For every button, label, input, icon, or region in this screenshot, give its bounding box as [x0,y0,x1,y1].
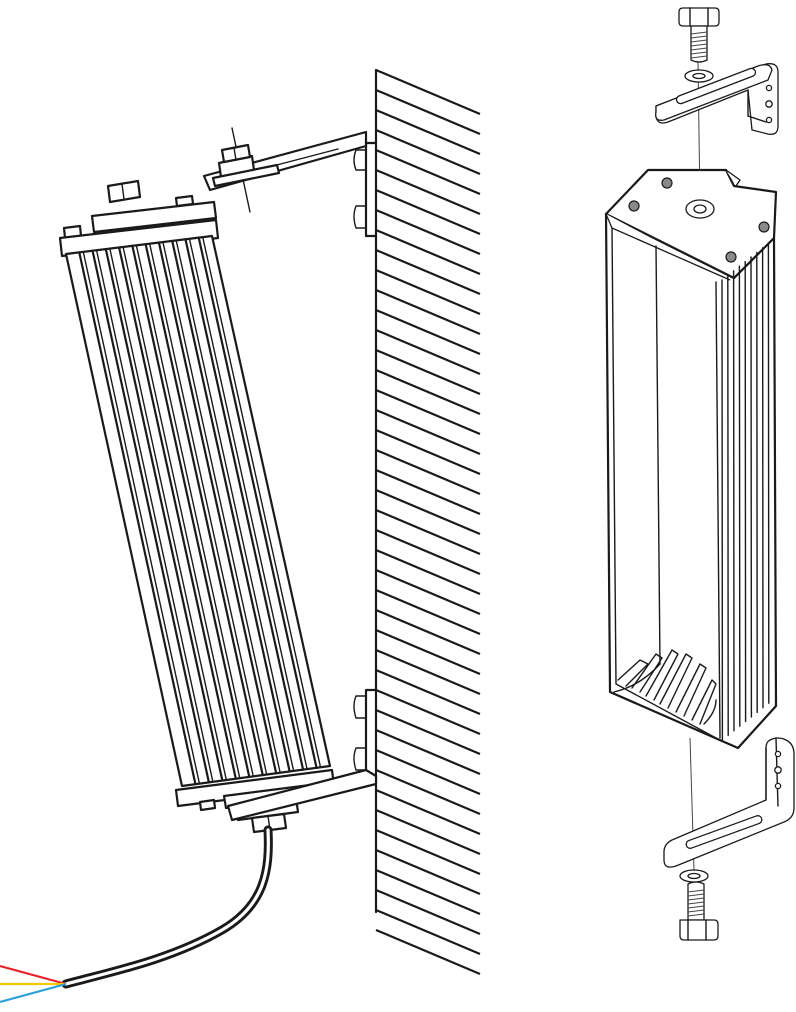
hatch-line [375,128,481,176]
hatch-line [375,588,481,636]
hatch-line [375,88,481,136]
hatch-line [375,188,481,236]
mounted-fixture-side-view [0,127,378,1004]
top-bolt [678,7,720,63]
hatch-line [375,348,481,396]
fin-line [197,236,318,769]
hatch-line [375,648,481,696]
fin-edge [188,238,308,770]
fixture-isometric [604,168,778,750]
fin-line [104,247,224,782]
power-cable [61,825,273,989]
hatch-line [375,748,481,796]
fin-line [157,241,278,775]
hatch-line [375,288,481,336]
fin-edge [202,236,322,769]
top-l-bracket [655,63,779,135]
hatch-line [375,688,481,736]
hatch-line [375,448,481,496]
exploded-assembly-view [604,7,795,941]
hatch-line [375,168,481,216]
heat-sink-fins [78,236,322,786]
wire-blue [0,982,67,1004]
hatch-line [375,268,481,316]
wall [374,68,481,976]
top-washer [684,69,714,83]
hatch-line [375,248,481,296]
hatch-line [375,328,481,376]
fin-line [91,249,211,784]
hatch-line [375,468,481,516]
fin-edge [109,247,228,781]
hatch-line [375,388,481,436]
side-fins [721,242,770,741]
hatch-line [375,108,481,156]
hatch-line [375,768,481,816]
fixture-top-cap [58,179,220,258]
hatch-line [375,908,481,956]
lower-wall-bracket [226,688,378,822]
hatch-line [375,68,481,116]
hatch-line [375,528,481,576]
wire-red [0,964,67,986]
hatch-line [375,568,481,616]
hatch-line [375,308,481,356]
hatch-line [375,808,481,856]
upper-adjust-nut [211,127,281,213]
fixture-body [64,234,332,788]
hatch-line [375,228,481,276]
fin-line [117,246,237,780]
hatch-line [375,868,481,916]
bottom-bolt [679,881,719,941]
hatch-line [375,508,481,556]
hatch-line [375,628,481,676]
wire-leads [0,964,67,1004]
hatch-line [375,728,481,776]
hatch-line [375,148,481,196]
wall-hatching [375,68,481,976]
hatch-line [375,548,481,596]
fin-edge [95,249,214,783]
fin-line [131,244,251,779]
fin-edge [162,241,281,774]
fin-line [78,251,197,786]
hatch-line [375,368,481,416]
fin-edge [82,251,201,785]
hatch-line [375,828,481,876]
fin-line [171,239,291,773]
hatch-line [375,788,481,836]
hatch-line [375,848,481,896]
hatch-line [375,708,481,756]
hatch-line [375,428,481,476]
fin-edge [122,246,241,779]
hatch-line [375,408,481,456]
hatch-line [375,888,481,936]
bottom-washer [679,869,709,883]
fin-edge [175,239,295,772]
fin-edge [135,244,254,778]
hatch-line [375,928,481,976]
fin-edge [148,242,268,776]
fin-line [144,243,264,777]
fin-line [184,238,305,771]
hatch-line [375,208,481,256]
hatch-line [375,488,481,536]
hatch-line [375,668,481,716]
bottom-l-bracket [663,737,795,868]
hatch-line [375,608,481,656]
